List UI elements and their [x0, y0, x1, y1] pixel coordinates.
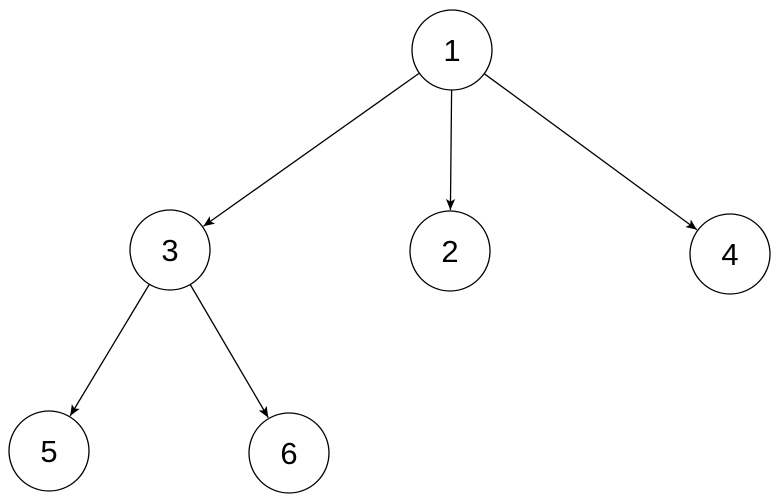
tree-edge-3-5	[69, 283, 150, 417]
tree-node-label-1: 1	[443, 33, 460, 68]
tree-node-label-2: 2	[441, 234, 458, 269]
tree-node-circle-2	[409, 210, 491, 292]
tree-node-5: 5	[8, 410, 90, 492]
tree-edge-3-6	[189, 284, 269, 418]
tree-node-3: 3	[129, 209, 211, 291]
tree-node-label-6: 6	[280, 436, 297, 471]
tree-node-4: 4	[689, 213, 771, 295]
edges-layer	[69, 72, 698, 418]
tree-node-label-3: 3	[161, 233, 178, 268]
tree-node-circle-1	[411, 9, 493, 91]
tree-node-circle-6	[248, 412, 330, 494]
tree-node-circle-5	[8, 410, 90, 492]
tree-edge-1-3	[203, 72, 420, 227]
tree-edge-1-4	[483, 73, 698, 231]
tree-node-label-5: 5	[40, 434, 57, 469]
tree-node-6: 6	[248, 412, 330, 494]
tree-node-2: 2	[409, 210, 491, 292]
tree-node-1: 1	[411, 9, 493, 91]
tree-node-circle-4	[689, 213, 771, 295]
tree-node-label-4: 4	[721, 237, 738, 272]
nodes-layer: 1 3 2 4 5 6	[8, 9, 771, 494]
tree-edge-1-2	[445, 89, 456, 211]
tree-node-circle-3	[129, 209, 211, 291]
